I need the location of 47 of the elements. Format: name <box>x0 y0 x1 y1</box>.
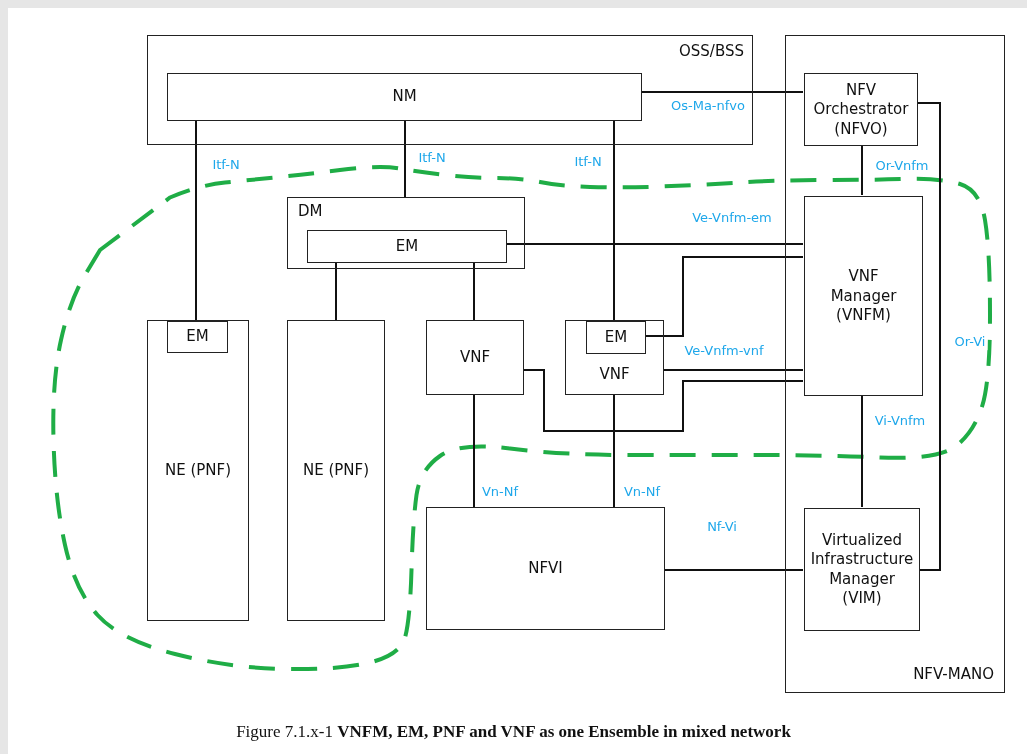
box-label: EM <box>394 236 420 257</box>
figure-caption: Figure 7.1.x-1 VNFM, EM, PNF and VNF as one Ensemble in mixed network <box>235 722 792 742</box>
connector-line <box>663 369 804 371</box>
connector-line <box>861 144 863 196</box>
connector-line <box>505 243 804 245</box>
manager-box <box>287 197 525 269</box>
connector-line <box>664 569 804 571</box>
function-box <box>804 73 918 146</box>
box-label: DM <box>298 202 323 222</box>
connector-line <box>861 394 863 508</box>
connector-line <box>335 261 337 321</box>
function-box <box>287 320 385 621</box>
box-label: Virtualized Infrastructure Manager (VIM) <box>809 530 915 609</box>
function-box <box>804 508 920 631</box>
function-box <box>804 196 923 396</box>
function-box <box>167 321 228 353</box>
connector-line <box>523 369 804 432</box>
box-label: VNF <box>458 347 492 368</box>
system-box <box>147 35 753 145</box>
function-box <box>426 320 524 395</box>
connector-line <box>644 256 804 337</box>
function-box <box>307 230 507 263</box>
box-label: VNF <box>599 364 630 384</box>
box-label: NFVI <box>527 558 564 579</box>
connector-line <box>613 119 615 321</box>
function-box <box>426 507 665 630</box>
system-box <box>785 35 1005 693</box>
box-label: NE (PNF) <box>163 460 233 481</box>
box-label: NFV-MANO <box>913 664 994 684</box>
function-box <box>565 320 664 395</box>
connector-line <box>916 102 941 571</box>
box-label: EM <box>185 327 210 347</box>
connector-line <box>473 394 475 508</box>
box-label: EM <box>603 327 629 348</box>
connector-line <box>404 119 406 198</box>
connector-line <box>613 394 615 508</box>
box-label: VNF Manager (VNFM) <box>829 266 898 326</box>
connector-line <box>195 119 197 321</box>
connector-line <box>473 261 475 321</box>
function-box <box>147 320 249 621</box>
box-label: NFV Orchestrator (NFVO) <box>812 80 910 139</box>
box-label: NM <box>391 87 418 107</box>
box-label: OSS/BSS <box>679 42 744 62</box>
box-label: NE (PNF) <box>301 460 371 481</box>
function-box <box>167 73 642 121</box>
function-box <box>586 321 646 354</box>
connector-line <box>640 91 804 93</box>
